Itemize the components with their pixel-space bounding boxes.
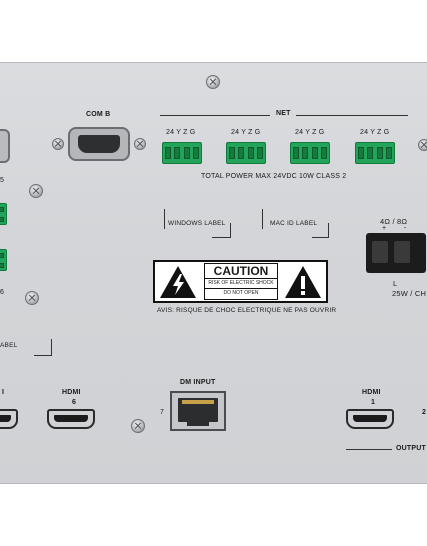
caution-center-box: CAUTION RISK OF ELECTRIC SHOCK DO NOT OP… (204, 263, 278, 300)
windows-label-bracket-bottom (212, 237, 230, 238)
net-pin-labels-2: 24 Y Z G (231, 129, 261, 136)
net-terminal-block-2[interactable] (226, 142, 266, 164)
caution-title: CAUTION (205, 264, 277, 279)
net-pin-labels-3: 24 Y Z G (295, 129, 325, 136)
left-label-bracket-side (51, 339, 52, 356)
net-terminal-block-4[interactable] (355, 142, 395, 164)
screw-icon (52, 138, 64, 150)
rear-panel: 5 COM B NET 24 Y Z G 24 Y Z G 24 Y Z G 2… (0, 62, 427, 484)
left-label-bracket-bottom (34, 355, 51, 356)
hdmi-6-number: 6 (72, 399, 77, 406)
windows-label-bracket-top (164, 209, 165, 229)
net-terminal-block-1[interactable] (162, 142, 202, 164)
speaker-channel-label: L (393, 279, 398, 288)
com-b-label: COM B (86, 111, 111, 118)
screw-icon (134, 138, 146, 150)
hdmi-6-port[interactable] (47, 409, 95, 429)
net-pin-labels-1: 24 Y Z G (166, 129, 196, 136)
left-partial-label: ABEL (0, 342, 18, 349)
mac-label-bracket-top (262, 209, 263, 229)
speaker-plus-label: + (382, 225, 387, 232)
speaker-power-label: 25W / CH (392, 289, 427, 298)
speaker-impedance-label: 4Ω / 8Ω (380, 217, 408, 226)
net-pin-labels-4: 24 Y Z G (360, 129, 390, 136)
net-terminal-block-3[interactable] (290, 142, 330, 164)
dm-input-rj45-port[interactable] (170, 391, 226, 431)
mac-label-bracket-side (328, 223, 329, 238)
left-port-number-5: 5 (0, 177, 5, 184)
hdmi-6-label: HDMI (62, 389, 81, 396)
lightning-warning-icon (160, 266, 196, 298)
net-label: NET (276, 110, 291, 117)
left-terminal-block-2[interactable] (0, 249, 7, 271)
left-port-number-6: 6 (0, 289, 5, 296)
hdmi-output-2-partial-number: 2 (422, 409, 427, 416)
dm-input-number: 7 (160, 409, 165, 416)
hdmi-output-1-port[interactable] (346, 409, 394, 429)
output-bracket-line (346, 449, 392, 450)
windows-label: WINDOWS LABEL (168, 220, 226, 227)
output-label: OUTPUT (396, 445, 426, 452)
partial-serial-port[interactable] (0, 129, 10, 163)
screw-icon (206, 75, 220, 89)
caution-avis-text: AVIS: RISQUE DE CHOC ELECTRIQUE NE PAS O… (157, 307, 337, 314)
hdmi-output-1-label: HDMI (362, 389, 381, 396)
screw-icon (131, 419, 145, 433)
mac-label-bracket-bottom (312, 237, 328, 238)
caution-line-2: DO NOT OPEN (223, 290, 259, 296)
hdmi-output-1-number: 1 (371, 399, 376, 406)
left-terminal-block-1[interactable] (0, 203, 7, 225)
screw-icon (29, 184, 43, 198)
dm-input-label: DM INPUT (180, 379, 216, 386)
speaker-minus-label: - (404, 225, 407, 232)
net-power-rating: TOTAL POWER MAX 24VDC 10W CLASS 2 (201, 173, 347, 180)
speaker-connector[interactable] (366, 233, 426, 273)
net-bracket-line-left (160, 115, 270, 116)
screw-icon (418, 139, 427, 151)
hdmi-port-left-partial[interactable] (0, 409, 18, 429)
hdmi-left-partial-label: I (2, 389, 5, 396)
net-bracket-line-right (296, 115, 408, 116)
screw-icon (25, 291, 39, 305)
caution-sticker: CAUTION RISK OF ELECTRIC SHOCK DO NOT OP… (153, 260, 328, 303)
exclamation-warning-icon (285, 266, 321, 298)
com-b-serial-port[interactable] (68, 127, 130, 161)
caution-line-1: RISK OF ELECTRIC SHOCK (205, 279, 277, 289)
windows-label-bracket-side (230, 223, 231, 238)
mac-id-label: MAC ID LABEL (270, 220, 318, 227)
